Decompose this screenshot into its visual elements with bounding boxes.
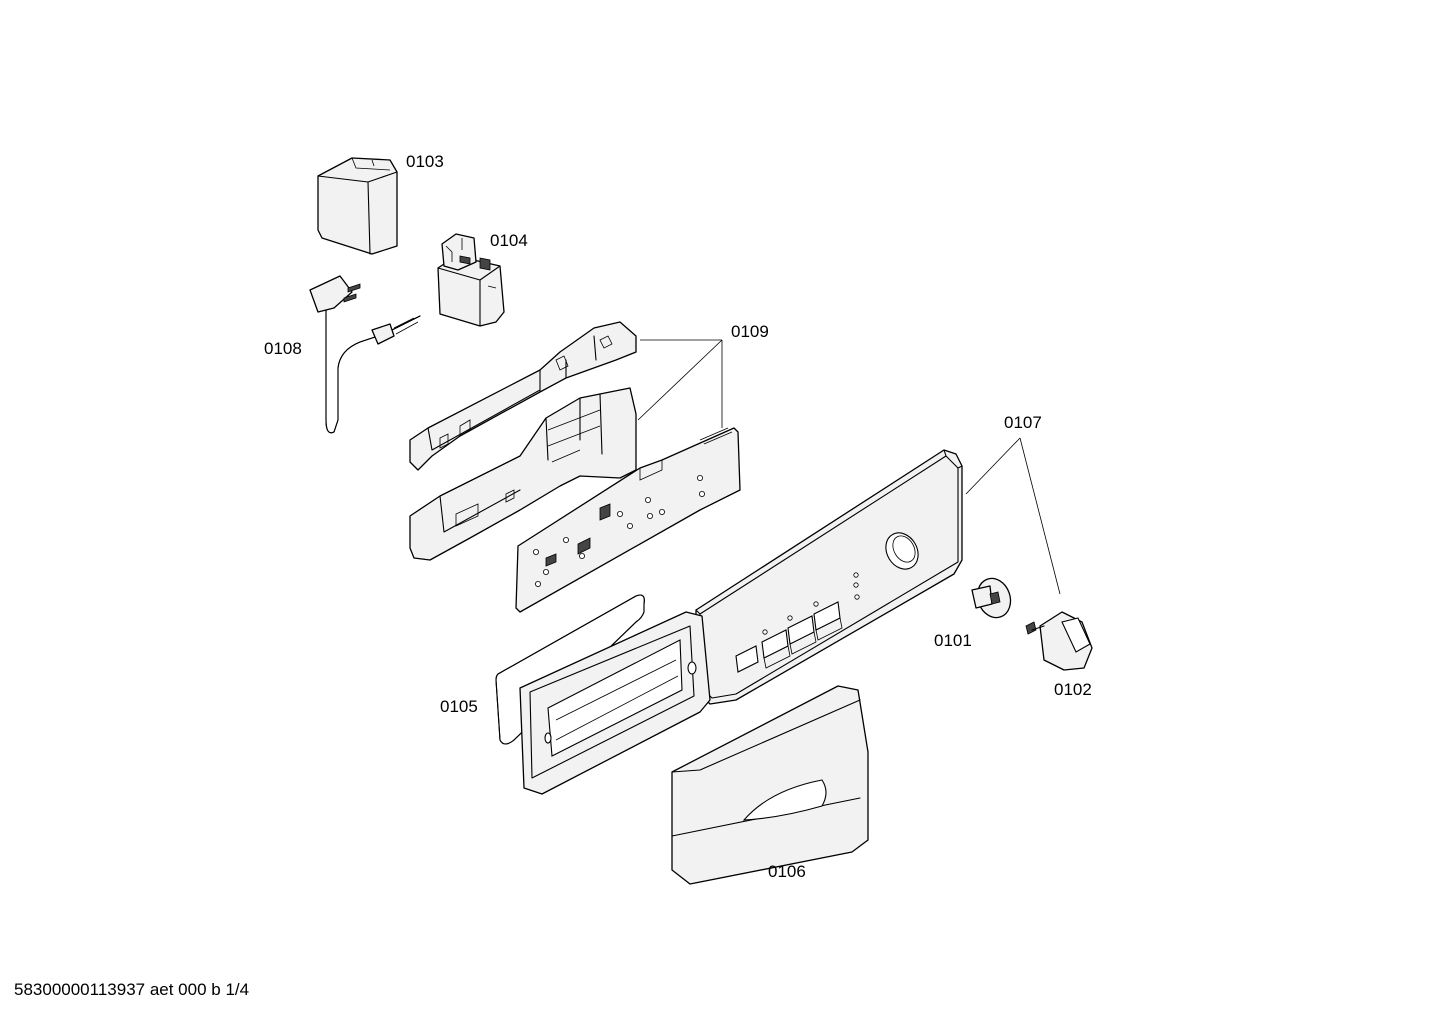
label-0105: 0105 <box>440 697 478 716</box>
part-0109-control-module[interactable] <box>409 321 741 613</box>
part-0103-cover-box[interactable] <box>317 157 398 255</box>
label-0101: 0101 <box>934 631 972 650</box>
part-0108-mains-cable[interactable] <box>309 275 421 434</box>
label-0109: 0109 <box>731 322 769 341</box>
label-0106: 0106 <box>768 862 806 881</box>
leader-lines <box>637 339 1061 595</box>
part-0102-knob[interactable] <box>1025 611 1093 671</box>
document-reference: 58300000113937 aet 000 b 1/4 <box>14 980 250 999</box>
label-0104: 0104 <box>490 231 528 250</box>
part-0104-filter[interactable] <box>437 233 505 327</box>
label-0107: 0107 <box>1004 413 1042 432</box>
part-0105-drawer-frame[interactable] <box>495 594 711 795</box>
label-0102: 0102 <box>1054 680 1092 699</box>
label-0103: 0103 <box>406 152 444 171</box>
part-0106-drawer-handle[interactable] <box>671 685 869 885</box>
part-0101-knob-shaft[interactable] <box>971 574 1016 623</box>
label-0108: 0108 <box>264 339 302 358</box>
